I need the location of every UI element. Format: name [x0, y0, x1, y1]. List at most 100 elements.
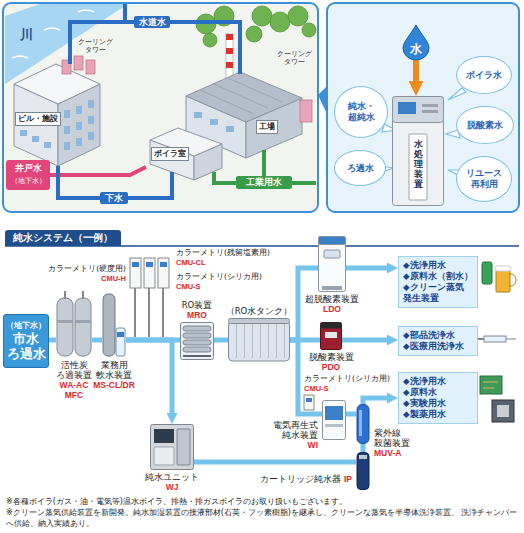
water-type-bubble: 脱酸素水	[456, 106, 514, 144]
colorimeter	[158, 258, 169, 288]
scene-panel	[3, 3, 318, 212]
colorimeter	[306, 398, 312, 402]
building	[14, 56, 100, 166]
picture-part	[322, 286, 342, 290]
model-code: MUV-A	[374, 448, 416, 458]
product-icons	[478, 338, 484, 340]
picture-part	[321, 323, 342, 350]
building	[86, 60, 95, 74]
node-text: 市水 ろ過水	[6, 331, 46, 361]
building	[88, 116, 94, 124]
pipe-label-box: 下水	[100, 192, 128, 204]
pipe-label: 井戸水	[6, 162, 50, 174]
river	[5, 4, 128, 84]
pipe-label-box: （地下水）	[6, 176, 50, 186]
place-label-box: 川	[20, 27, 38, 42]
equipment-caption: 純水ユニットWJ	[141, 472, 203, 492]
product-icons	[506, 339, 516, 340]
equipment: 紫外線 殺菌装置MUV-A	[356, 404, 370, 444]
pipe-label-box: 水道水	[134, 16, 170, 28]
equipment-caption: （RO水タンク）	[224, 306, 294, 316]
picture-part	[319, 237, 346, 292]
picture-part	[82, 291, 84, 299]
picture-part	[183, 347, 211, 352]
pipe-label: 工業用水	[236, 176, 292, 189]
flow-line	[214, 338, 228, 343]
pipe-label-box: 工業用水	[236, 176, 292, 189]
building	[74, 56, 83, 70]
product-icons	[496, 270, 510, 292]
picture-part	[183, 340, 211, 345]
equipment-picture	[228, 318, 290, 362]
equipment: 電気再生式 純水装置WI	[322, 400, 346, 440]
picture-part	[75, 298, 91, 356]
equipment-picture	[318, 236, 346, 292]
picture-part	[117, 332, 124, 337]
pipe-label: 下水	[100, 192, 128, 204]
node-text: ◆実験用水	[403, 398, 473, 409]
boiler-room	[150, 128, 222, 180]
node-text: ◆クリーン蒸気 発生装置	[403, 282, 473, 304]
source-box: （地下水）市水 ろ過水	[3, 314, 49, 368]
product-icons	[478, 262, 516, 422]
picture-part	[359, 410, 362, 436]
model-code: WA-AC MFC	[52, 380, 96, 400]
building	[62, 56, 95, 74]
equipment-picture	[180, 322, 214, 360]
part-label-box: クーリング タワー	[74, 38, 116, 54]
flow-line	[413, 60, 419, 86]
scene-panel	[3, 3, 318, 212]
node-text: ろ過水	[347, 163, 374, 174]
node-text: リユース 再利用	[461, 168, 507, 190]
factory	[210, 119, 218, 125]
model-code: WJ	[141, 482, 203, 492]
river	[5, 4, 128, 84]
equipment: 超脱酸素装置LDO	[318, 236, 346, 292]
colorimeter	[134, 288, 136, 337]
colorimeter	[132, 262, 139, 267]
building	[64, 142, 70, 150]
picture-part	[64, 291, 66, 299]
trees	[252, 6, 272, 26]
node-text: ◆製薬用水	[403, 409, 473, 420]
place-label: 川	[20, 27, 38, 42]
equipment: 活性炭 ろ過装置WA-AC MFC	[56, 290, 92, 358]
picture-part	[359, 455, 367, 459]
flow-line	[126, 340, 172, 416]
model-code: CMU-H	[38, 274, 126, 284]
picture-part	[229, 321, 290, 361]
picture-part	[325, 406, 343, 420]
footnote: ※クリーン蒸気供給装置を新開発。純水加湿装置の接液部材(石英・フッ素樹脂)を継承…	[6, 508, 520, 529]
panel-pointer	[318, 86, 327, 114]
picture-part	[357, 405, 369, 444]
colorimeter	[148, 288, 150, 337]
product-icons	[497, 405, 509, 417]
trees	[196, 6, 316, 47]
factory	[194, 112, 202, 118]
equipment-picture	[356, 404, 370, 444]
well-water-pipe	[6, 160, 50, 190]
factory	[300, 100, 312, 122]
equipment: 業務用 軟水装置MS-CL/DR	[102, 292, 126, 358]
part-label: クーリング タワー	[272, 50, 316, 66]
model-code: MRO	[175, 310, 219, 320]
product-icons	[484, 336, 506, 342]
flow-line	[49, 338, 56, 343]
model-code: PDO	[304, 362, 358, 372]
node-text: ボイラ水	[466, 70, 502, 81]
instrument-label-box: カラーメトリ(残留塩素用)	[176, 248, 292, 258]
node-text: ◆原料水（割水）	[403, 271, 473, 282]
chimney	[226, 62, 233, 68]
section-title: 純水システム（一例）	[13, 232, 113, 244]
building-tag: ビル・施設	[15, 112, 61, 126]
bubble-tails	[448, 88, 466, 100]
equipment: 純水ユニットWJ	[150, 424, 194, 470]
model-code-box: CMU-H	[38, 274, 126, 284]
product-icons	[510, 274, 516, 286]
flow-line	[194, 460, 356, 465]
flow-line	[290, 268, 318, 340]
picture-part	[319, 237, 346, 245]
well-water-pipe	[50, 167, 146, 175]
picture-part	[260, 324, 261, 358]
